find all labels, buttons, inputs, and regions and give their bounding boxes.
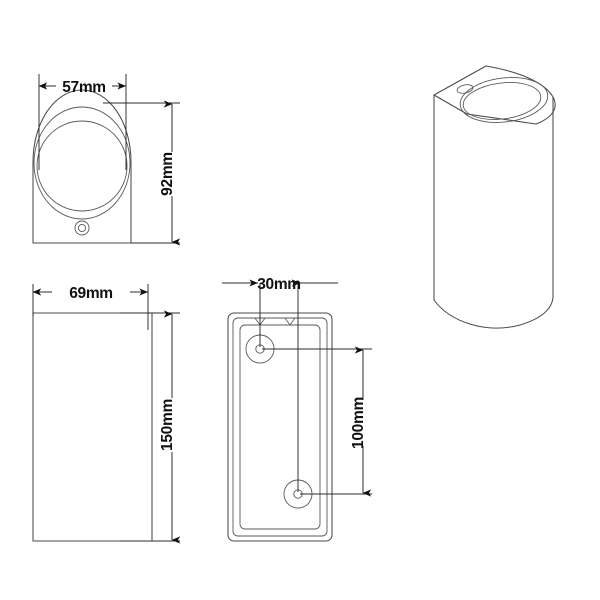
plate-inner-recess [239,324,321,530]
iso-small-hole [456,84,474,94]
plate-second-border [232,317,328,537]
iso-lens-aperture-outer [459,77,549,123]
dimension-label-150: 150mm [159,399,176,451]
view-isometric [433,65,556,329]
dimension-label-100: 100mm [350,397,367,449]
dimension-label-69: 69mm [69,285,113,302]
plate-outer-border [227,312,333,542]
dimension-label-57: 57mm [62,79,106,96]
dimension-label-30: 30mm [257,276,301,293]
top-view-lens-outer-ring [33,106,131,220]
top-view-outline [32,89,132,244]
top-view-boss-inner [77,223,87,233]
iso-lens-aperture-inner [462,82,542,120]
iso-bottom-edge [433,296,554,329]
view-top: 57mm 92mm [32,74,181,246]
view-front: 69mm 150mm [32,284,181,544]
view-mounting-plate: 30mm 100mm [222,276,372,542]
top-view-lens-circle [36,120,128,212]
plate-notch-right [284,317,296,326]
top-view-boss-outer [74,220,90,236]
dimension-label-92: 92mm [159,152,176,196]
front-view-body [32,312,153,542]
